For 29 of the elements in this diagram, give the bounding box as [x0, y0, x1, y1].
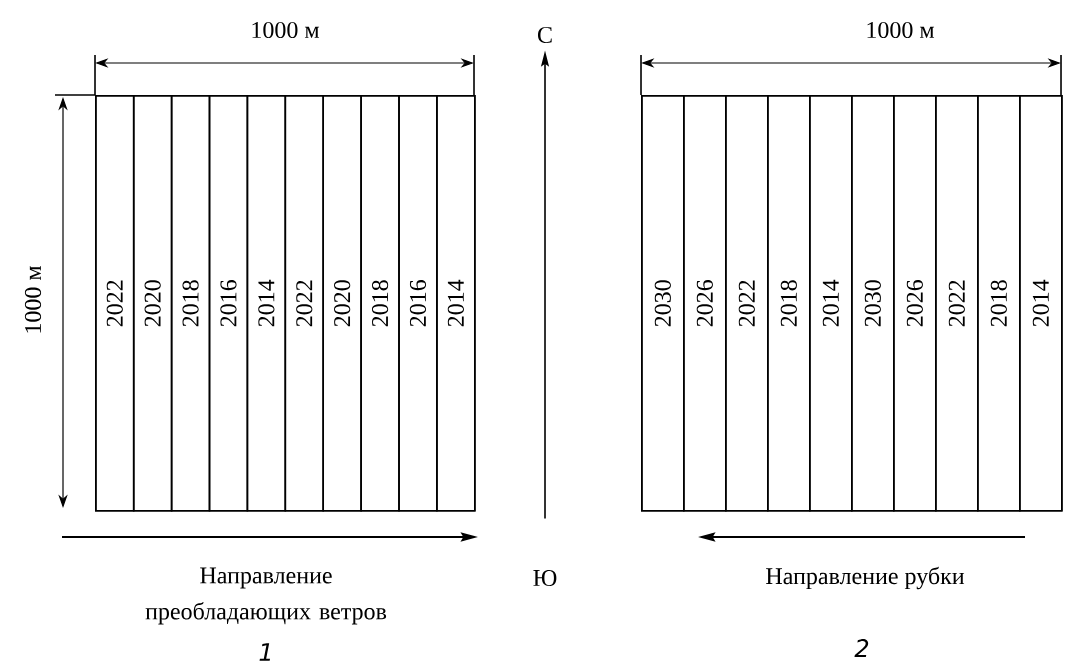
cutting-strip: 2018: [977, 95, 1021, 512]
cutting-strip: 2014: [809, 95, 853, 512]
cutting-strip: 2030: [851, 95, 895, 512]
cutting-strip: 2030: [641, 95, 685, 512]
cutting-strip: 2026: [893, 95, 937, 512]
cutting-strip: 2018: [767, 95, 811, 512]
cutting-strip: 2020: [132, 95, 173, 512]
dimension-label: 1000 м: [24, 265, 42, 333]
cutting-strip: 2018: [360, 95, 400, 512]
cutting-strip: 2022: [284, 95, 324, 512]
cutting-strip: 2014: [1019, 95, 1063, 512]
figure-number: 2: [854, 639, 869, 657]
dimension-label: 1000 м: [252, 21, 320, 39]
cutting-strip: 2026: [683, 95, 727, 512]
cutting-strip: 2020: [322, 95, 362, 512]
compass-letter: Ю: [533, 569, 557, 587]
figure-number: 1: [259, 643, 270, 661]
direction-label: Направление рубки: [766, 566, 965, 590]
cutting-strip: 2016: [208, 95, 249, 512]
cutting-strip: 2022: [725, 95, 769, 512]
cutting-strip: 2014: [436, 95, 476, 512]
cutting-strip: 2022: [935, 95, 979, 512]
cutting-strip: 2016: [398, 95, 438, 512]
direction-label: Направление преобладающих ветров: [145, 567, 387, 625]
cutting-strip: 2022: [95, 95, 135, 512]
cutting-strip: 2014: [246, 95, 287, 512]
compass-letter: С: [538, 26, 552, 44]
dimension-label: 1000 м: [867, 21, 935, 39]
cutting-strip: 2018: [170, 95, 211, 512]
